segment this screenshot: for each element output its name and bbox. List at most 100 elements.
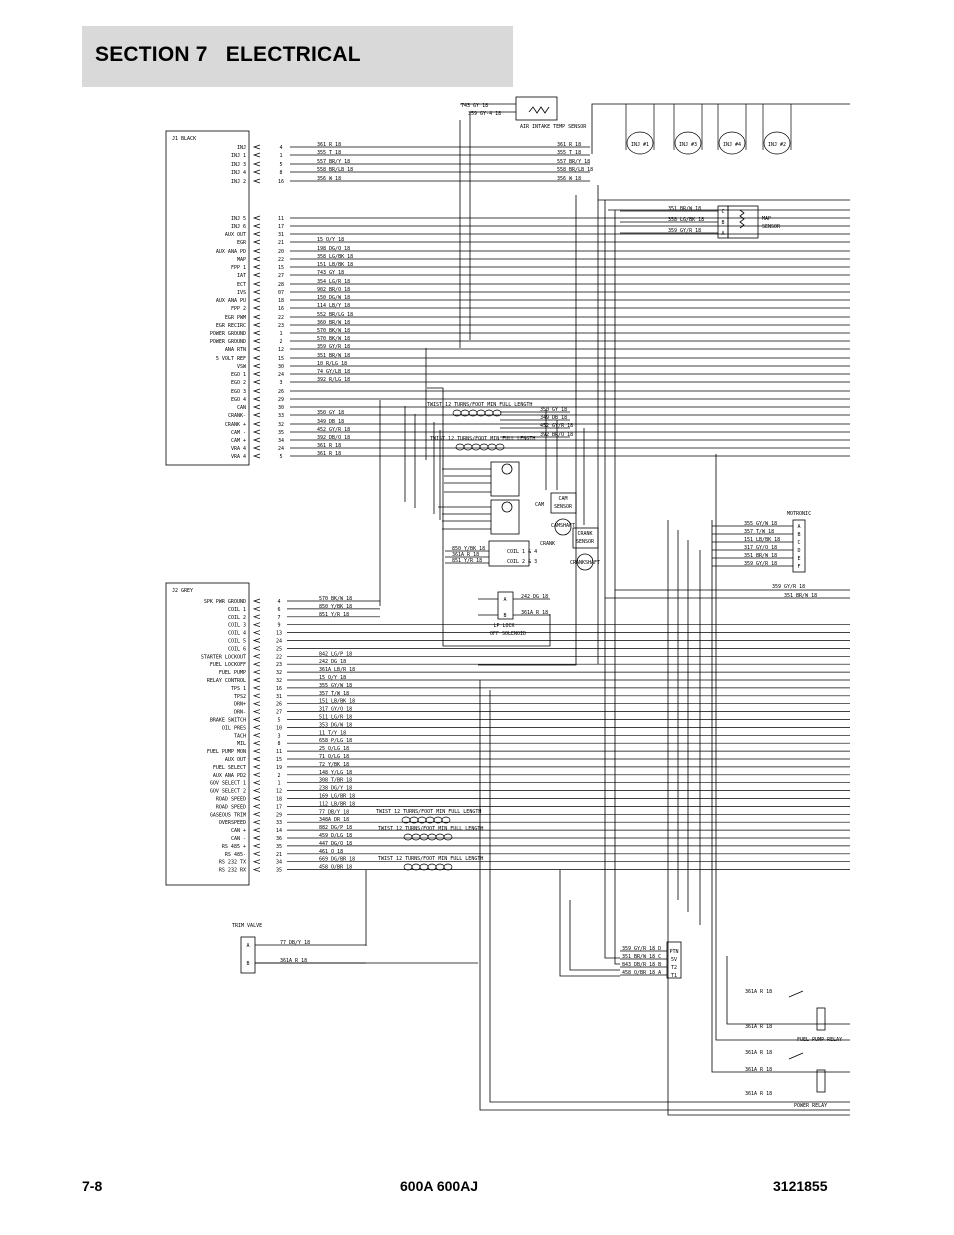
j2-wire-label: 461 O 18 xyxy=(319,849,343,855)
injector-label: INJ #4 xyxy=(723,142,741,148)
j2-pin-number: 34 xyxy=(276,860,282,866)
j2-wire-label: 308 T/BR 18 xyxy=(319,778,352,784)
connector-arrow-icon xyxy=(252,669,261,675)
connector-arrow-icon xyxy=(252,717,261,722)
connector-arrow-icon xyxy=(252,322,261,328)
connector-arrow-icon xyxy=(252,330,261,336)
j2-pin-label: COIL 3 xyxy=(228,623,246,629)
j2-pin-number: 13 xyxy=(276,631,282,637)
trim-valve-pin: B xyxy=(246,961,249,967)
j2-wire-label: 112 LB/BR 18 xyxy=(319,801,355,807)
connector-arrow-icon xyxy=(252,701,261,707)
j1-wire-label: 10 R/LG 18 xyxy=(317,361,347,367)
j2-wire-label: 511 LG/R 18 xyxy=(319,715,352,721)
twisted-pair-icon xyxy=(427,833,437,841)
section-header-band: SECTION 7 ELECTRICAL xyxy=(82,26,513,87)
j2-wire-label: 851 Y/R 18 xyxy=(319,612,349,618)
j2-pin-number: 29 xyxy=(276,812,282,818)
j2-pin-label: OVERSPEED xyxy=(219,820,246,826)
crank-cam-wire-label: 452 GY/R 18 xyxy=(540,423,573,429)
motronic-wire-label: 317 GY/O 18 xyxy=(744,545,777,551)
j2-pin-label: RS 485 + xyxy=(222,844,246,850)
j1-pin-label: EGO 4 xyxy=(231,397,246,403)
j1-pin-label: EGR RECIRC xyxy=(216,323,246,329)
j1-pin-label: INJ 4 xyxy=(231,170,246,176)
j2-pin-number: 7 xyxy=(277,615,280,621)
j1-wire-label: 570 BK/W 18 xyxy=(317,328,350,334)
document-number: 3121855 xyxy=(773,1178,828,1194)
j1-pin-label: CRANK + xyxy=(225,422,246,428)
connector-arrow-icon xyxy=(252,305,261,311)
injector-icon xyxy=(718,131,746,155)
j1-pin-label: FPP 2 xyxy=(231,306,246,312)
connector-arrow-icon xyxy=(252,161,261,167)
ptn-label: PTN xyxy=(669,949,678,955)
connector-arrow-icon xyxy=(252,796,261,801)
connector-arrow-icon xyxy=(252,685,261,691)
air-intake-sensor-label: AIR INTAKE TEMP SENSOR xyxy=(520,124,587,130)
connector-arrow-icon xyxy=(252,421,261,427)
injector-icon xyxy=(674,131,702,155)
j2-pin-number: 5 xyxy=(277,718,280,724)
j1-pin-label: POWER GROUND xyxy=(210,339,246,345)
j2-pin-number: 4 xyxy=(277,599,280,605)
twisted-pair-icon xyxy=(403,863,413,871)
j2-wire-label: 361A LB/R 18 xyxy=(319,667,355,673)
connector-arrow-icon xyxy=(252,661,261,667)
injector-wire-label: 355 T 18 xyxy=(557,150,581,156)
j1-wire-label: 114 LB/Y 18 xyxy=(317,303,350,309)
j2-pin-label: GOV SELECT 2 xyxy=(210,789,246,795)
j2-pin-number: 15 xyxy=(276,757,282,763)
j2-pin-number: 14 xyxy=(276,828,282,834)
ptn-wire-label: 458 O/BR 18 A xyxy=(622,970,661,976)
connector-arrow-icon xyxy=(252,819,261,825)
connector-arrow-icon xyxy=(252,772,261,778)
j2-pin-label: STARTER LOCKOUT xyxy=(201,654,246,660)
relay-wire-label: 361A R 18 xyxy=(745,1067,772,1073)
connector-arrow-icon xyxy=(252,859,261,865)
j2-pin-number: 12 xyxy=(276,789,282,795)
j2-pin-label: BRAKE SWITCH xyxy=(210,718,246,724)
j1-wire-label: 355 T 18 xyxy=(317,150,341,156)
injector-icon xyxy=(763,131,791,155)
j1-pin-number: 29 xyxy=(278,397,284,403)
j2-title: J2 GREY xyxy=(172,588,193,594)
connector-arrow-icon xyxy=(252,264,261,270)
coil-wire-label: 851 Y/R 18 xyxy=(452,558,482,564)
j2-wire-label: 238 DG/Y 18 xyxy=(319,786,352,792)
j1-pin-number: 12 xyxy=(278,347,284,353)
j2-pin-number: 19 xyxy=(276,765,282,771)
j2-pin-label: RS 232 RX xyxy=(219,868,246,874)
j2-pin-label: AUX ANA PD2 xyxy=(213,773,246,779)
motronic-pin: A xyxy=(797,524,800,530)
connector-arrow-icon xyxy=(252,281,261,287)
trim-valve-pin: A xyxy=(246,943,249,949)
j1-pin-label: ANA RTN xyxy=(225,347,246,353)
connector-arrow-icon xyxy=(252,346,261,352)
twisted-pair-icon xyxy=(411,833,421,841)
camshaft-label: CAMSHAFT xyxy=(551,523,575,529)
j2-wire-label: 77 DB/Y 18 xyxy=(319,809,349,815)
map-sensor-pin: B xyxy=(721,220,724,226)
j1-pin-label: EGO 3 xyxy=(231,389,246,395)
lp-lock-wire-label: 242 DG 18 xyxy=(521,594,548,600)
connector-arrow-icon xyxy=(252,363,261,369)
j1-pin-number: 15 xyxy=(278,265,284,271)
crank-sensor-label: SENSOR xyxy=(576,539,595,545)
model-number: 600A 600AJ xyxy=(400,1178,479,1194)
connector-arrow-icon xyxy=(252,396,261,402)
j2-pin-label: OIL PRES xyxy=(222,725,246,731)
j2-pin-number: 21 xyxy=(276,852,282,858)
connector-arrow-icon xyxy=(252,646,261,651)
motronic-pin: E xyxy=(797,556,800,562)
j1-wire-label: 351 BR/W 18 xyxy=(317,353,350,359)
j2-pin-label: RELAY CONTROL xyxy=(207,678,246,684)
j1-pin-label: ECT xyxy=(237,282,246,288)
j2-pin-label: GOV SELECT 1 xyxy=(210,781,246,787)
j2-pin-label: RS 232 TX xyxy=(219,860,246,866)
connector-arrow-icon xyxy=(252,638,261,643)
j1-pin-label: CAM - xyxy=(231,430,246,436)
j2-wire-label: 148 Y/LG 18 xyxy=(319,770,352,776)
j2-pin-number: 11 xyxy=(276,749,282,755)
j1-wire-label: 361 R 18 xyxy=(317,451,341,457)
